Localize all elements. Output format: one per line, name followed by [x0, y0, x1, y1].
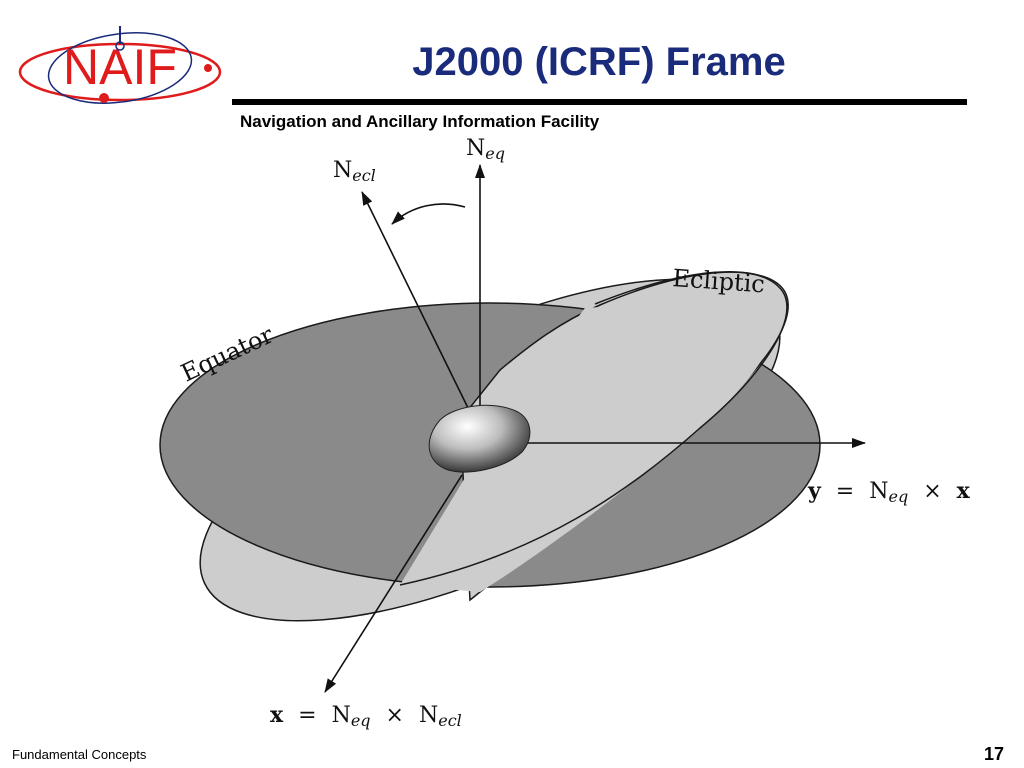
n-ecl-axis: [361, 191, 471, 413]
page-number: 17: [983, 744, 1004, 764]
ecliptic-label: Ecliptic: [672, 264, 766, 298]
x-axis: [324, 474, 463, 693]
page-subtitle: Navigation and Ancillary Information Fac…: [240, 112, 600, 131]
n-eq-label: Neq: [466, 136, 505, 163]
earth-sphere: [428, 404, 531, 473]
page-title: J2000 (ICRF) Frame: [412, 40, 786, 84]
x-axis-label: x = Neq × Necl: [270, 702, 462, 732]
title-rule: [232, 99, 967, 105]
footer-section-label: Fundamental Concepts: [12, 747, 147, 762]
rotation-arc-arrow: [391, 203, 466, 225]
y-axis-label: y = Neq × x: [807, 478, 971, 508]
svg-text:NAIF: NAIF: [63, 39, 177, 95]
n-ecl-label: Necl: [333, 158, 376, 185]
naif-logo: NAIF: [18, 26, 222, 104]
